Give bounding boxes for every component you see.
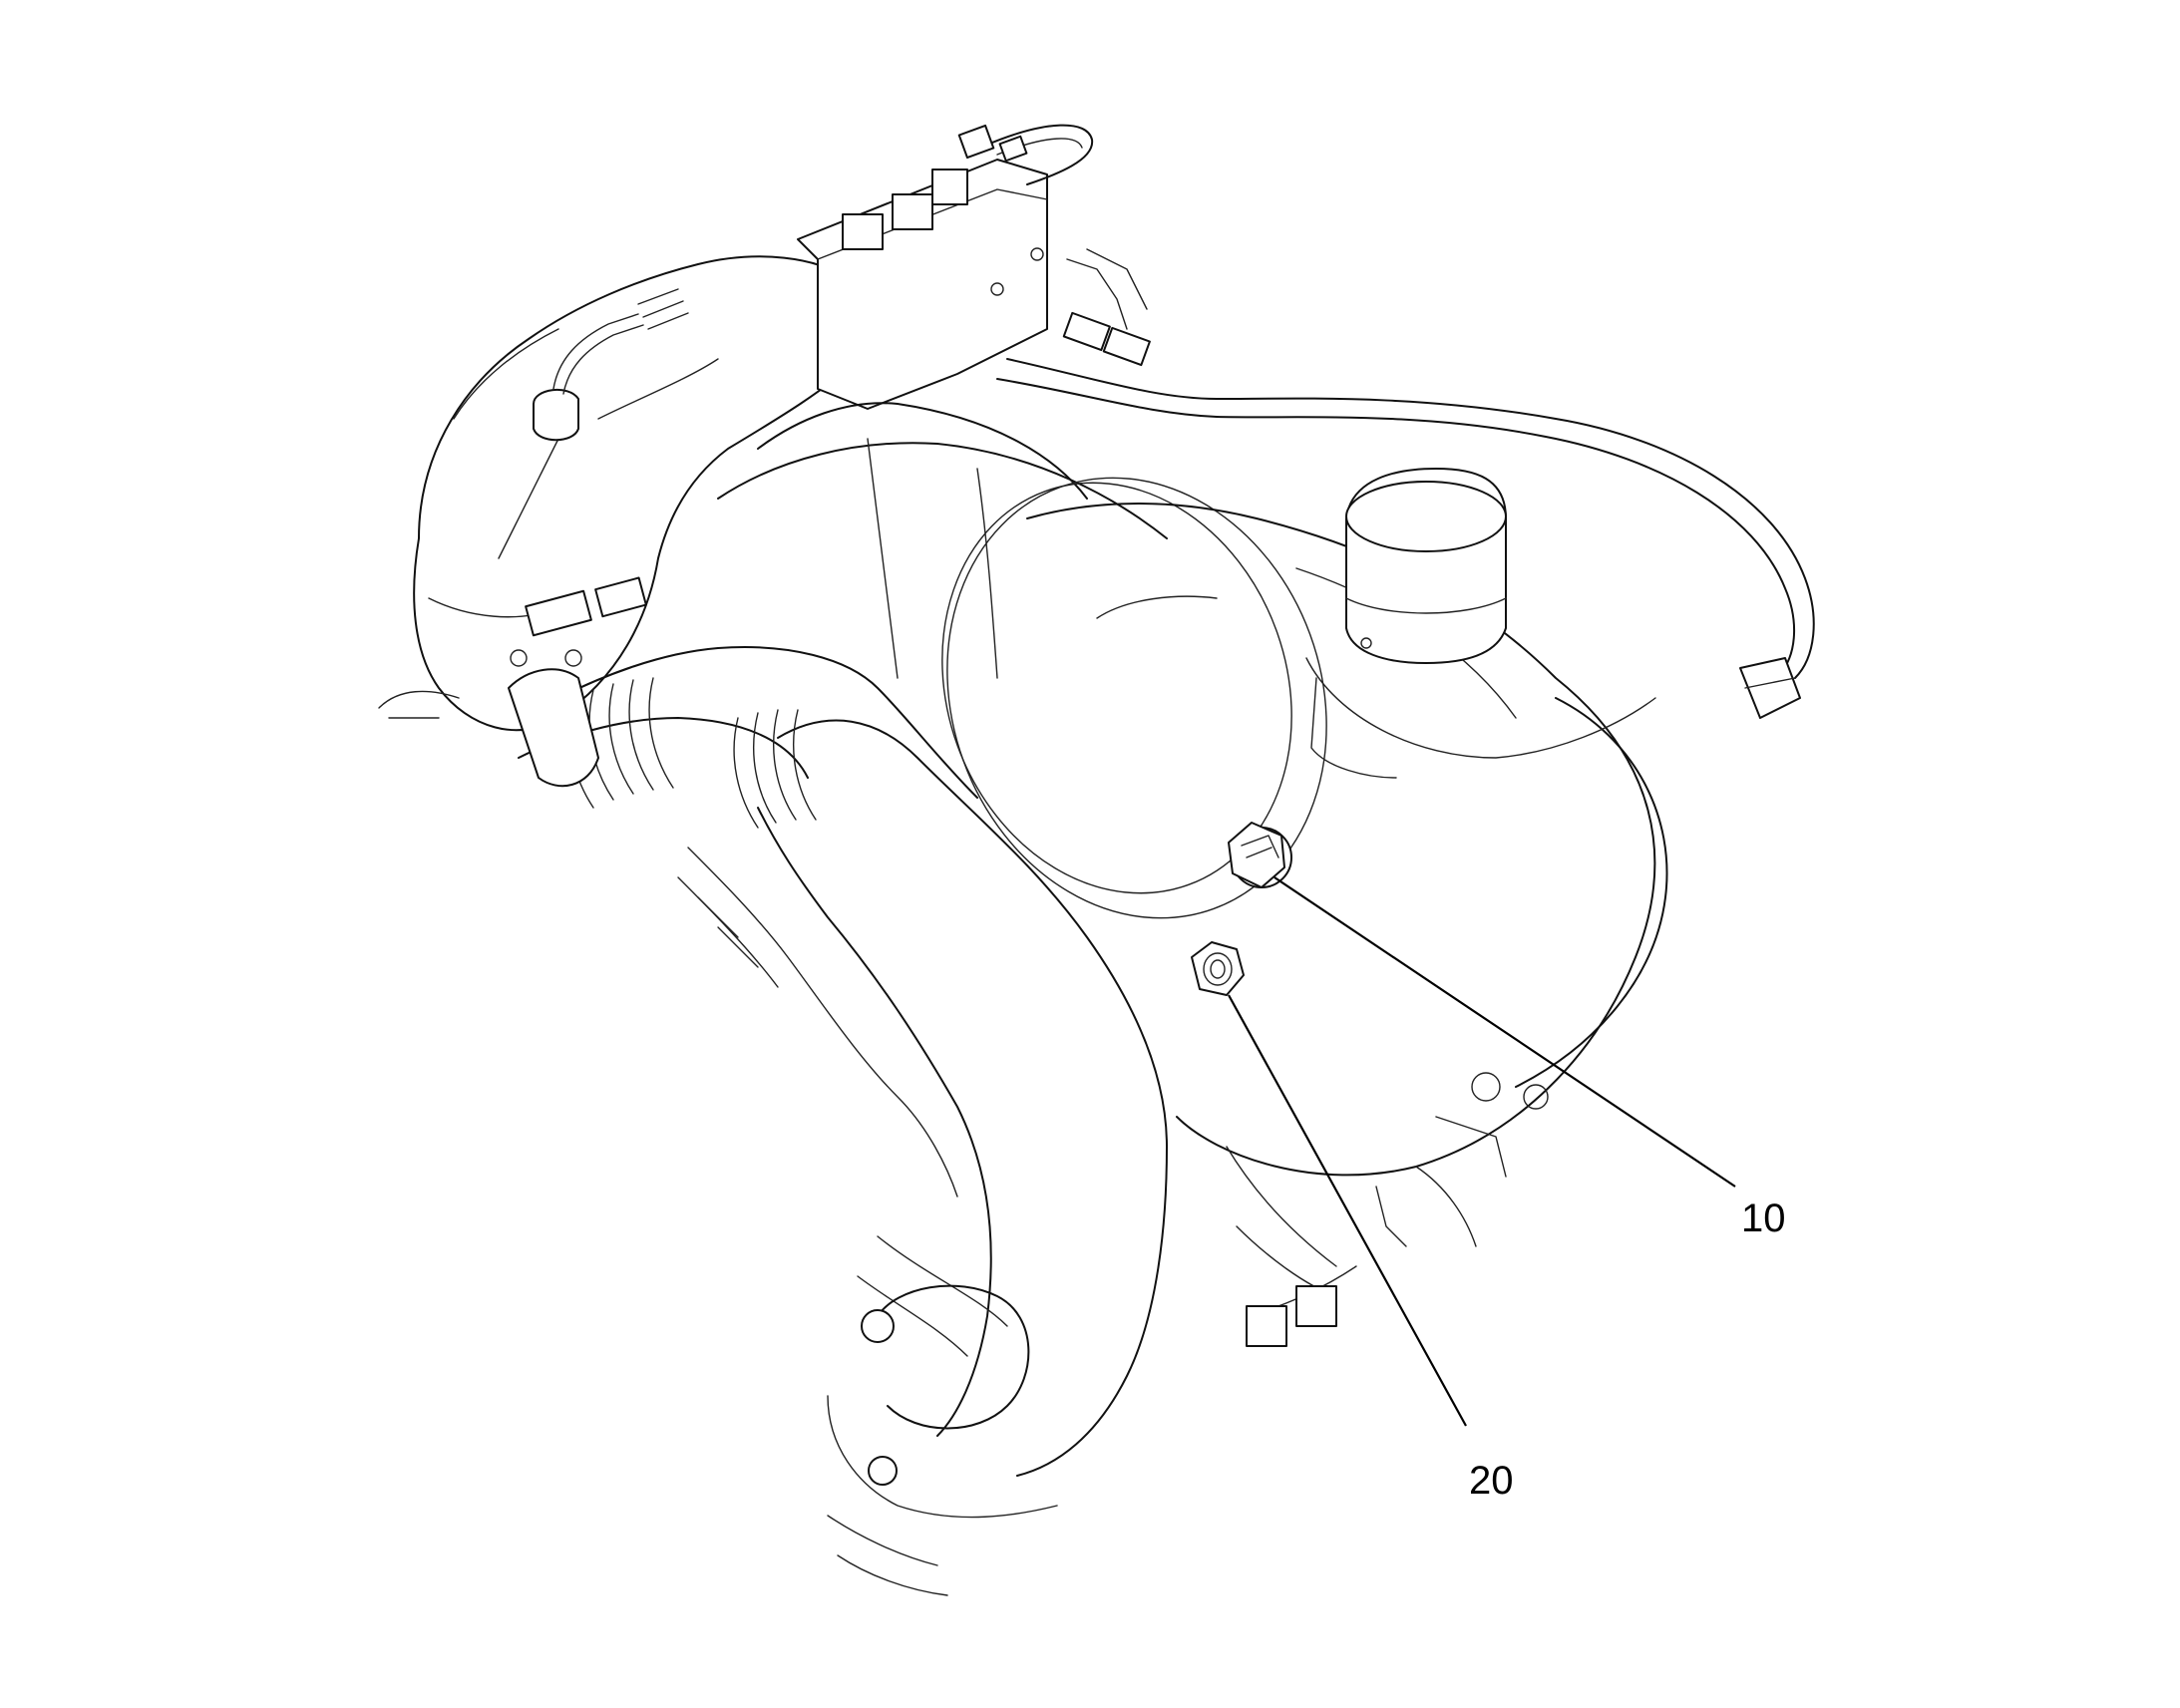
part-20-nut [1191, 941, 1245, 996]
harness-cable [996, 248, 1815, 719]
callout-label-20: 20 [1469, 1459, 1514, 1503]
filter-canister [717, 402, 1668, 1177]
callout-label-10: 10 [1741, 1196, 1786, 1240]
part-10-plug [1228, 822, 1292, 888]
leader-line-10 [1273, 876, 1736, 1188]
outlet-pipe [1305, 468, 1656, 779]
lower-structure [677, 847, 1549, 1596]
intake-hose [508, 576, 1168, 1477]
intake-housing [378, 255, 873, 732]
leader-line-20 [1228, 994, 1467, 1427]
sensor-bracket [797, 124, 1094, 410]
